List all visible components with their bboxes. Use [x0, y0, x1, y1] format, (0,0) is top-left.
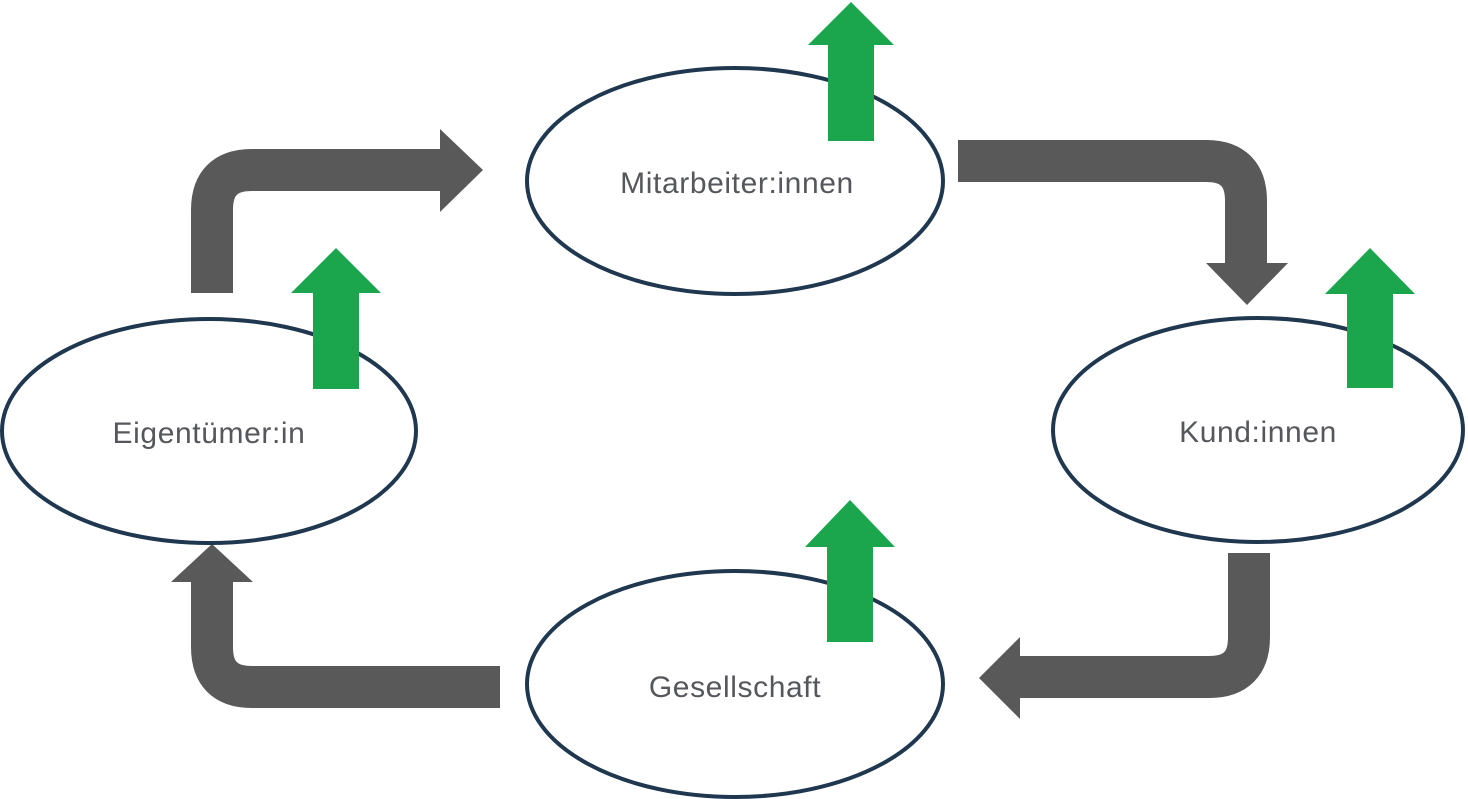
flow-arrow-society-to-owner — [171, 544, 500, 708]
growth-arrows — [291, 2, 1415, 642]
flow-arrow-customers-to-society — [979, 553, 1270, 719]
node-label: Mitarbeiter:innen — [620, 167, 854, 200]
growth-up-arrow-icon — [1325, 248, 1415, 388]
flow-arrow-shaft — [958, 140, 1267, 264]
growth-up-arrow-icon — [805, 500, 895, 642]
flow-arrows — [171, 129, 1288, 719]
growth-up-arrow-icon — [291, 248, 381, 389]
growth-up-arrow-icon — [808, 2, 894, 141]
flow-arrowhead-up-icon — [171, 544, 253, 582]
flow-arrow-owner-to-employees — [191, 129, 483, 293]
flow-arrow-employees-to-customers — [958, 140, 1288, 305]
node-customers: Kund:innen — [1051, 316, 1465, 544]
flow-arrow-shaft — [191, 149, 441, 293]
flow-arrowhead-down-icon — [1206, 263, 1288, 305]
node-label: Gesellschaft — [649, 671, 821, 704]
flow-arrowhead-right-icon — [440, 129, 483, 212]
node-owner: Eigentümer:in — [0, 317, 418, 545]
flow-arrowhead-left-icon — [979, 637, 1020, 719]
node-employees: Mitarbeiter:innen — [525, 66, 945, 296]
node-ellipse — [0, 317, 418, 545]
flow-arrow-shaft — [1019, 553, 1270, 698]
flow-arrow-shaft — [191, 581, 500, 708]
node-label: Kund:innen — [1179, 416, 1337, 449]
node-label: Eigentümer:in — [113, 417, 306, 450]
node-society: Gesellschaft — [525, 569, 945, 799]
